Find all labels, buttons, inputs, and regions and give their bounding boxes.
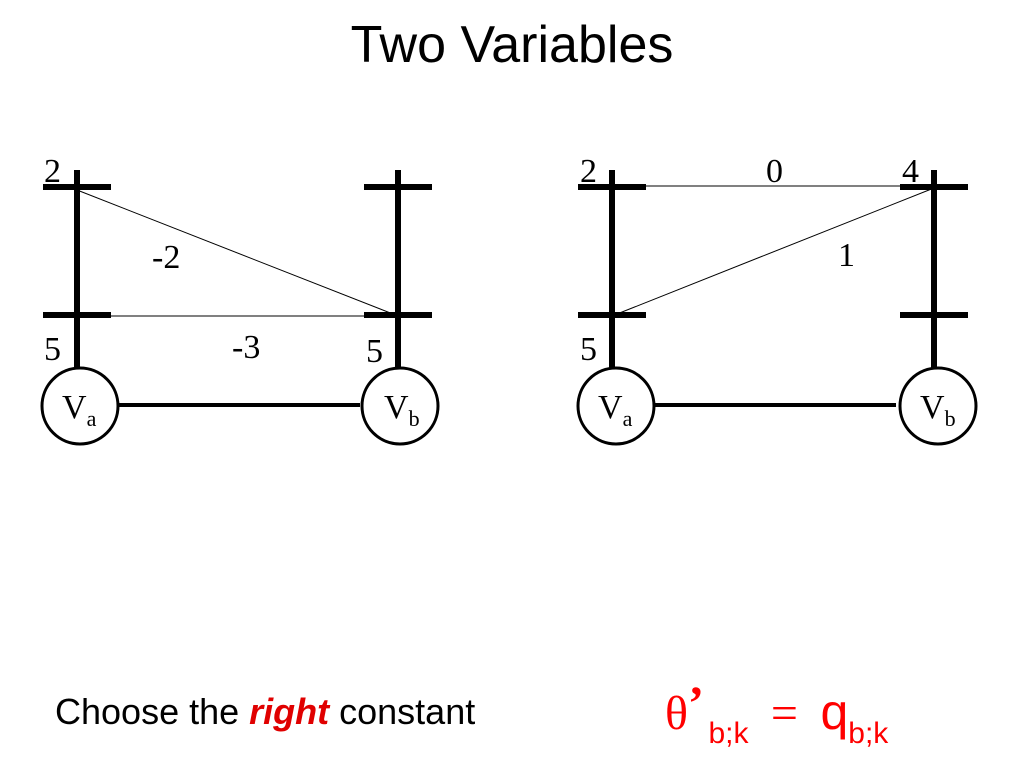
right-node-b	[898, 366, 978, 446]
left-label-a-top: 2	[44, 153, 61, 190]
left-edge-label-cross: -2	[152, 239, 180, 276]
right-node-b-label: Vb	[920, 389, 956, 431]
formula-q: q	[820, 684, 849, 740]
caption-lead: Choose the	[55, 691, 250, 732]
update-formula: θ’ b;k = qb;k	[665, 672, 888, 765]
left-label-b-bottom: 5	[366, 333, 383, 370]
caption-tail: constant	[329, 691, 476, 732]
caption: Choose the right constant	[55, 690, 475, 734]
right-label-a-bottom: 5	[580, 331, 597, 368]
formula-theta-subscript: b;k	[708, 717, 749, 750]
formula-q-subscript: b;k	[848, 717, 889, 750]
right-graph: 2 4 5 0 1 Va Vb	[576, 153, 978, 446]
right-label-a-top: 2	[580, 153, 597, 190]
left-node-b-label: Vb	[384, 389, 420, 431]
left-label-a-bottom: 5	[44, 331, 61, 368]
right-edge-label-cross: 1	[838, 237, 855, 274]
right-label-b-top: 4	[902, 153, 919, 190]
right-edge-cross	[611, 187, 935, 317]
caption-emphasis: right	[249, 691, 330, 732]
formula-theta: θ	[665, 687, 688, 740]
left-node-b	[360, 366, 440, 446]
right-edge-label-horizontal: 0	[766, 153, 783, 190]
left-edge-label-horizontal: -3	[232, 329, 260, 366]
page-title: Two Variables	[350, 16, 674, 74]
left-node-a	[40, 366, 120, 446]
formula-equals: =	[770, 687, 798, 740]
right-node-a	[576, 366, 656, 446]
left-node-a-label: Va	[62, 389, 97, 431]
formula-prime: ’	[688, 677, 704, 730]
right-node-a-label: Va	[598, 389, 633, 431]
left-graph: 2 5 5 -2 -3 Va Vb	[40, 153, 440, 446]
left-edge-cross	[76, 189, 399, 317]
